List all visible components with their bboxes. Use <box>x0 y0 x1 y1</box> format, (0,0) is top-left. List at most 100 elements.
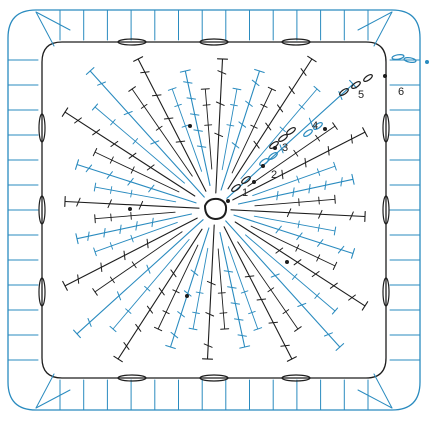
stitch-post <box>95 187 176 202</box>
stitch-post <box>238 242 298 329</box>
stitch-post <box>254 216 335 231</box>
stitch-bar <box>231 105 238 106</box>
end-dot <box>425 60 429 64</box>
stitch-post <box>233 132 365 200</box>
stitch-bar <box>298 221 299 228</box>
stitch-bar <box>298 303 306 306</box>
stitch-post <box>118 229 202 359</box>
stitch-bar <box>325 181 326 190</box>
stitch-bar <box>319 197 320 204</box>
stitch-bar <box>218 293 225 294</box>
stitch-post <box>221 71 259 190</box>
stitch-bar <box>193 312 200 313</box>
stitch-bar <box>228 287 237 288</box>
stitch-bar <box>86 165 91 172</box>
stitch-bar <box>111 214 112 221</box>
stitch-bar <box>231 303 239 304</box>
stitch-bar <box>120 225 121 233</box>
stitch-bar <box>136 222 137 231</box>
stitch-post <box>95 212 175 219</box>
stitch-bar <box>118 292 121 300</box>
stitch-bar <box>318 240 323 247</box>
stitch-bar <box>318 225 319 232</box>
stitch-bar <box>271 274 279 277</box>
stitch-cap <box>114 356 122 361</box>
stitch-bar <box>124 112 132 115</box>
stitch-bar <box>147 239 148 248</box>
stitch-bar <box>78 275 79 283</box>
stitch-post <box>228 59 312 189</box>
stitch-post <box>95 232 182 292</box>
stitch-cap <box>221 329 229 330</box>
stitch-post <box>193 248 208 329</box>
stitch-post <box>205 89 212 169</box>
stitch-bar <box>124 251 125 260</box>
stitch-bar <box>184 82 192 83</box>
stitch-bar <box>176 141 185 142</box>
stitch-bar <box>187 98 196 99</box>
stitch-post <box>65 218 197 286</box>
stitch-post <box>185 71 210 186</box>
stitch-post <box>208 225 215 359</box>
stitch-bar <box>197 146 205 147</box>
stitch-bar <box>156 126 162 130</box>
round-label-4: 4 <box>312 120 318 132</box>
stitch-bar <box>171 332 178 337</box>
stitch-bar <box>101 263 102 272</box>
stitch-bar <box>283 310 289 314</box>
stitch-bar <box>203 105 210 106</box>
stitch-bar <box>293 188 294 197</box>
stitch-post <box>77 214 192 239</box>
stitch-post <box>255 199 335 206</box>
stitch-cap <box>334 227 335 235</box>
stitch-bar <box>98 82 106 85</box>
stitch-bar <box>269 322 278 323</box>
stitch-bar <box>104 229 105 238</box>
round-labels: 1 2 3 4 5 6 <box>242 86 404 199</box>
stitch-cap <box>335 195 336 203</box>
stitch-bar <box>299 199 300 206</box>
stitch-bar <box>153 95 162 96</box>
stitch-bar <box>131 190 132 197</box>
stitch-bar <box>141 104 147 108</box>
stitch-post <box>231 210 365 217</box>
stitch-post <box>216 59 223 193</box>
stitch-bar <box>309 185 310 193</box>
stitch-bar <box>238 335 246 336</box>
stitch-bar <box>252 80 259 85</box>
stitch-bar <box>88 232 89 240</box>
stitch-cap <box>189 328 197 329</box>
stitch-bar <box>246 101 253 106</box>
stitch-bar <box>338 246 343 253</box>
stitch-cap <box>93 289 98 296</box>
stitch-bar <box>245 276 254 277</box>
stitch-bar <box>205 125 212 126</box>
stitch-cap <box>201 89 209 90</box>
stitch-bar <box>328 147 329 156</box>
stitch-rays <box>62 56 367 361</box>
stitch-bar <box>220 313 227 314</box>
stitch-bar <box>131 212 132 219</box>
stitch-bar <box>164 118 173 119</box>
stitch-bar <box>196 292 203 293</box>
stitch-post <box>235 222 365 306</box>
stitch-bar <box>282 170 283 179</box>
stitch-bar <box>191 114 199 115</box>
stitch-bar <box>341 178 342 186</box>
stitch-bar <box>316 135 320 141</box>
stitch-cap <box>62 108 67 116</box>
stitch-cap <box>268 87 275 90</box>
stitch-bar <box>224 271 232 272</box>
round-label-2: 2 <box>271 169 277 181</box>
stitch-cap <box>63 281 68 290</box>
stitch-bar <box>268 288 274 292</box>
stitch-post <box>65 202 199 209</box>
stitch-bar <box>235 319 244 320</box>
stitch-post <box>248 126 335 186</box>
stitch-bar <box>281 345 289 346</box>
stitch-bar <box>351 135 352 143</box>
stitch-post <box>224 227 292 359</box>
stitch-bar <box>178 312 185 317</box>
stitch-post <box>77 165 196 203</box>
